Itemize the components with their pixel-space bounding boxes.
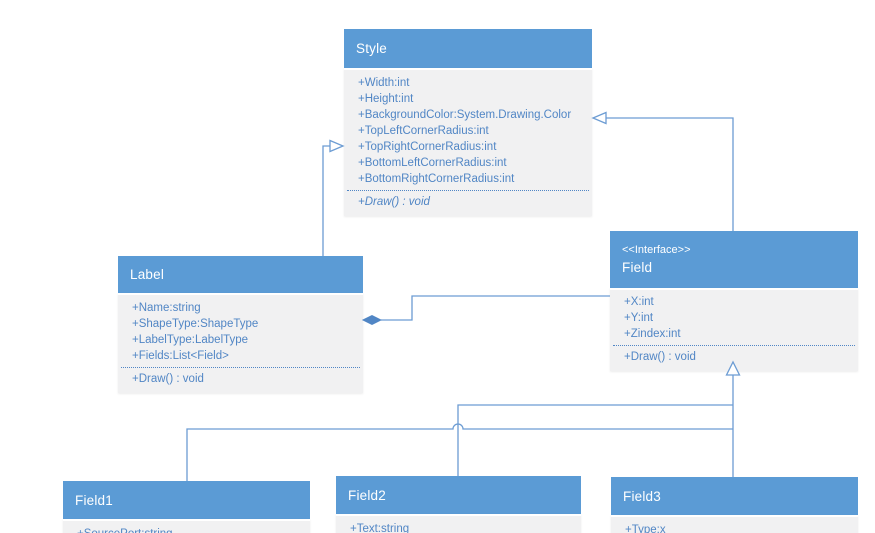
generalization-label-to-style[interactable] (322, 139, 345, 257)
class-box-field1[interactable]: Field1 +SourcePort:string (63, 481, 310, 533)
class-body-style: +Width:int +Height:int +BackgroundColor:Sy… (344, 68, 592, 216)
class-header-field[interactable]: <<Interface>> Field (610, 231, 858, 288)
class-box-style[interactable]: Style +Width:int +Height:int +BackgroundCo… (344, 29, 592, 216)
class-box-label[interactable]: Label +Name:string +ShapeType:ShapeType +L… (118, 256, 363, 393)
class-attribute: +Text:string (350, 523, 410, 533)
class-attribute: +Height:int (358, 93, 414, 105)
class-body-field1: +SourcePort:string (63, 519, 310, 533)
class-attribute: +Type:x (625, 524, 666, 533)
generalization-field-to-style[interactable] (591, 111, 734, 232)
class-box-field2[interactable]: Field2 +Text:string (336, 476, 581, 533)
class-header-field2[interactable]: Field2 (336, 476, 581, 514)
member-separator (121, 367, 360, 368)
class-name: Style (356, 41, 388, 56)
class-attribute: +Zindex:int (624, 328, 681, 340)
composition-field-to-label[interactable] (361, 295, 610, 326)
class-attribute: +Y:int (624, 312, 654, 324)
class-attribute: +TopLeftCornerRadius:int (358, 125, 489, 137)
class-body-field2: +Text:string (336, 514, 581, 533)
class-attribute: +BackgroundColor:System.Drawing.Color (358, 109, 572, 121)
member-separator (613, 345, 855, 346)
class-attribute: +TopRightCornerRadius:int (358, 141, 497, 153)
class-attribute: +LabelType:LabelType (132, 334, 249, 346)
class-method: +Draw() : void (358, 196, 430, 208)
class-attribute: +ShapeType:ShapeType (132, 318, 259, 330)
filled-diamond-arrow-icon (361, 314, 383, 326)
class-attribute: +BottomRightCornerRadius:int (358, 173, 515, 185)
realization-field3-to-field[interactable] (725, 360, 741, 477)
class-attribute: +Fields:List<Field> (132, 350, 229, 362)
class-name: Field3 (623, 488, 661, 504)
class-attribute: +BottomLeftCornerRadius:int (358, 157, 507, 169)
class-box-field3[interactable]: Field3 +Type:x (611, 477, 858, 533)
class-attribute: +SourcePort:string (63, 526, 310, 533)
class-name: Field1 (75, 492, 113, 508)
class-attribute: +Name:string (132, 302, 201, 314)
class-header-label[interactable]: Label (118, 256, 363, 293)
class-name: Field (622, 260, 653, 275)
hollow-triangle-arrow-icon (329, 139, 345, 153)
class-box-field[interactable]: <<Interface>> Field +X:int +Y:int +Zindex:… (610, 231, 858, 371)
class-method: +Draw() : void (132, 373, 204, 385)
class-stereotype: <<Interface>> (622, 244, 691, 256)
class-method: +Draw() : void (624, 351, 696, 363)
class-name: Field2 (348, 487, 386, 503)
class-body-field3: +Type:x (611, 515, 858, 533)
class-attribute: +Width:int (358, 77, 410, 89)
member-separator (347, 190, 589, 191)
class-attribute: +X:int (624, 296, 654, 308)
class-header-field1[interactable]: Field1 (63, 481, 310, 519)
realization-field2-to-field[interactable] (457, 404, 733, 476)
hollow-triangle-arrow-icon (591, 111, 607, 125)
class-name: Label (130, 267, 165, 282)
class-header-field3[interactable]: Field3 (611, 477, 858, 515)
class-header-style[interactable]: Style (344, 29, 592, 68)
class-body-label: +Name:string +ShapeType:ShapeType +LabelTy… (118, 293, 363, 393)
class-body-field: +X:int +Y:int +Zindex:int +Draw() : void (610, 288, 858, 371)
realization-field1-to-field[interactable] (186, 423, 733, 481)
